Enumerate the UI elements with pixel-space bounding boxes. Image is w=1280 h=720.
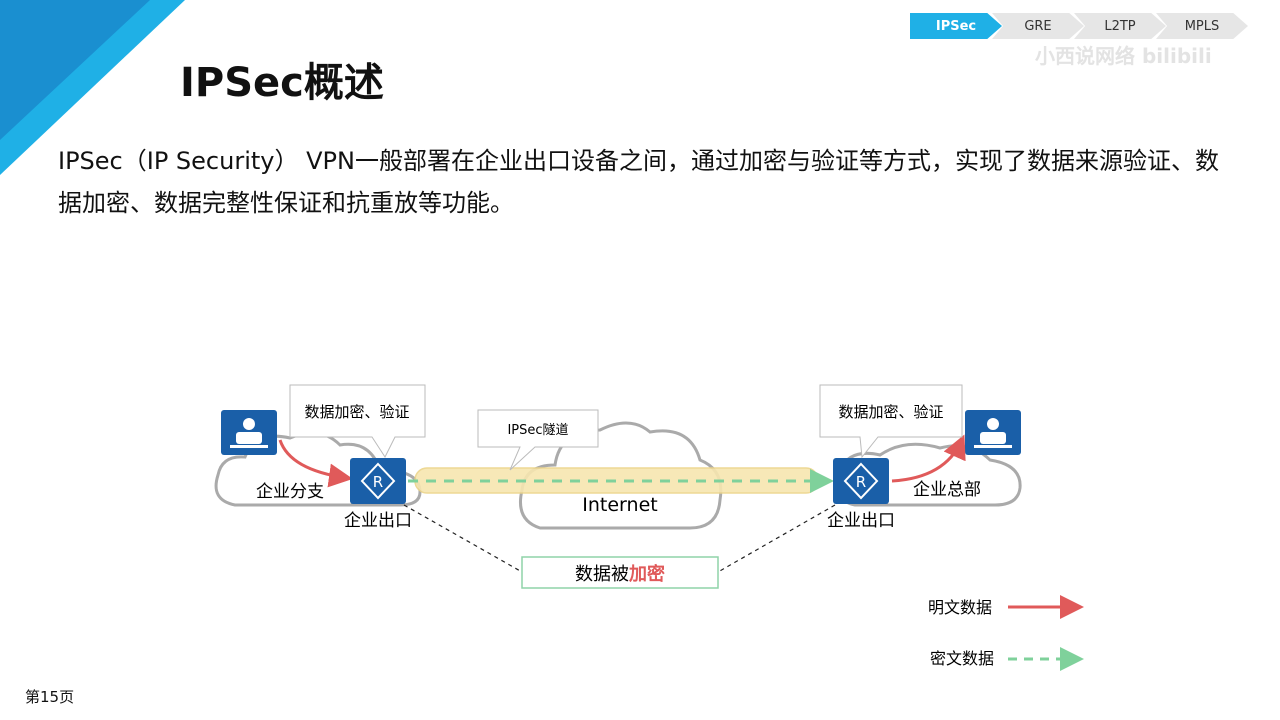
branch-label: 企业分支 [256, 482, 324, 502]
page-number: 第15页 [25, 688, 75, 706]
plain-data-arrow-left [278, 439, 353, 488]
plain-data-arrow-right [891, 434, 966, 483]
legend-cipher: 密文数据 [930, 649, 994, 668]
exit-label-right: 企业出口 [827, 511, 895, 531]
internet-label: Internet [582, 494, 657, 516]
ipsec-tunnel [414, 467, 819, 494]
hq-cloud [835, 442, 1022, 507]
hq-user-icon [965, 410, 1021, 455]
router-icon-left: R [350, 458, 406, 504]
svg-text:IPSec隧道: IPSec隧道 [507, 422, 568, 438]
intro-paragraph: IPSec（IP Security） VPN一般部署在企业出口设备之间，通过加密… [58, 147, 1219, 217]
svg-text:数据加密、验证: 数据加密、验证 [838, 403, 943, 421]
internet-cloud [519, 421, 723, 530]
page-title: IPSec概述 [180, 60, 384, 106]
callout-tunnel: IPSec隧道 [477, 409, 599, 471]
watermark: 小西说网络 bilibili [1035, 44, 1212, 68]
tab-l2tp[interactable]: L2TP [1074, 13, 1166, 39]
svg-text:数据加密、验证: 数据加密、验证 [304, 403, 409, 421]
branch-cloud [214, 431, 422, 507]
tab-mpls[interactable]: MPLS [1156, 13, 1248, 39]
tab-gre[interactable]: GRE [992, 13, 1084, 39]
section-nav: IPSec GRE L2TP MPLS [910, 13, 1248, 39]
legend-plain: 明文数据 [928, 598, 992, 617]
router-icon-right: R [833, 458, 889, 504]
svg-text:R: R [856, 473, 866, 491]
branch-user-icon [221, 410, 277, 455]
tab-ipsec[interactable]: IPSec [910, 13, 1002, 39]
exit-label-left: 企业出口 [344, 511, 412, 531]
hq-label: 企业总部 [913, 480, 981, 500]
svg-text:R: R [373, 473, 383, 491]
corner-decoration [0, 0, 185, 175]
encrypted-label: 数据被加密 [575, 563, 665, 585]
callout-right: 数据加密、验证 [819, 384, 963, 459]
callout-left: 数据加密、验证 [289, 384, 426, 459]
